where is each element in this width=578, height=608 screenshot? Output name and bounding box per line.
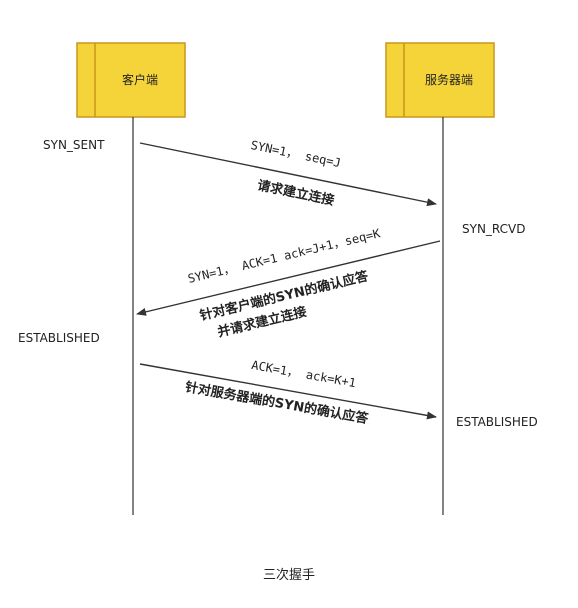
diagram-caption: 三次握手 xyxy=(263,567,315,583)
msg1-header: SYN=1， seq=J xyxy=(250,138,342,170)
server-label: 服务器端 xyxy=(425,72,473,87)
state-server-established: ESTABLISHED xyxy=(456,415,538,429)
msg3-header: ACK=1， ack=K+1 xyxy=(250,358,357,390)
msg1-desc: 请求建立连接 xyxy=(256,177,336,208)
server-box: 服务器端 xyxy=(385,42,495,118)
client-label: 客户端 xyxy=(122,72,158,87)
state-syn-sent: SYN_SENT xyxy=(43,138,105,152)
arrow-ack xyxy=(139,363,437,420)
client-box: 客户端 xyxy=(76,42,186,118)
state-syn-rcvd: SYN_RCVD xyxy=(462,222,526,236)
arrow-syn xyxy=(139,142,437,207)
arrow-syn-ack xyxy=(136,240,441,316)
state-client-established: ESTABLISHED xyxy=(18,331,100,345)
